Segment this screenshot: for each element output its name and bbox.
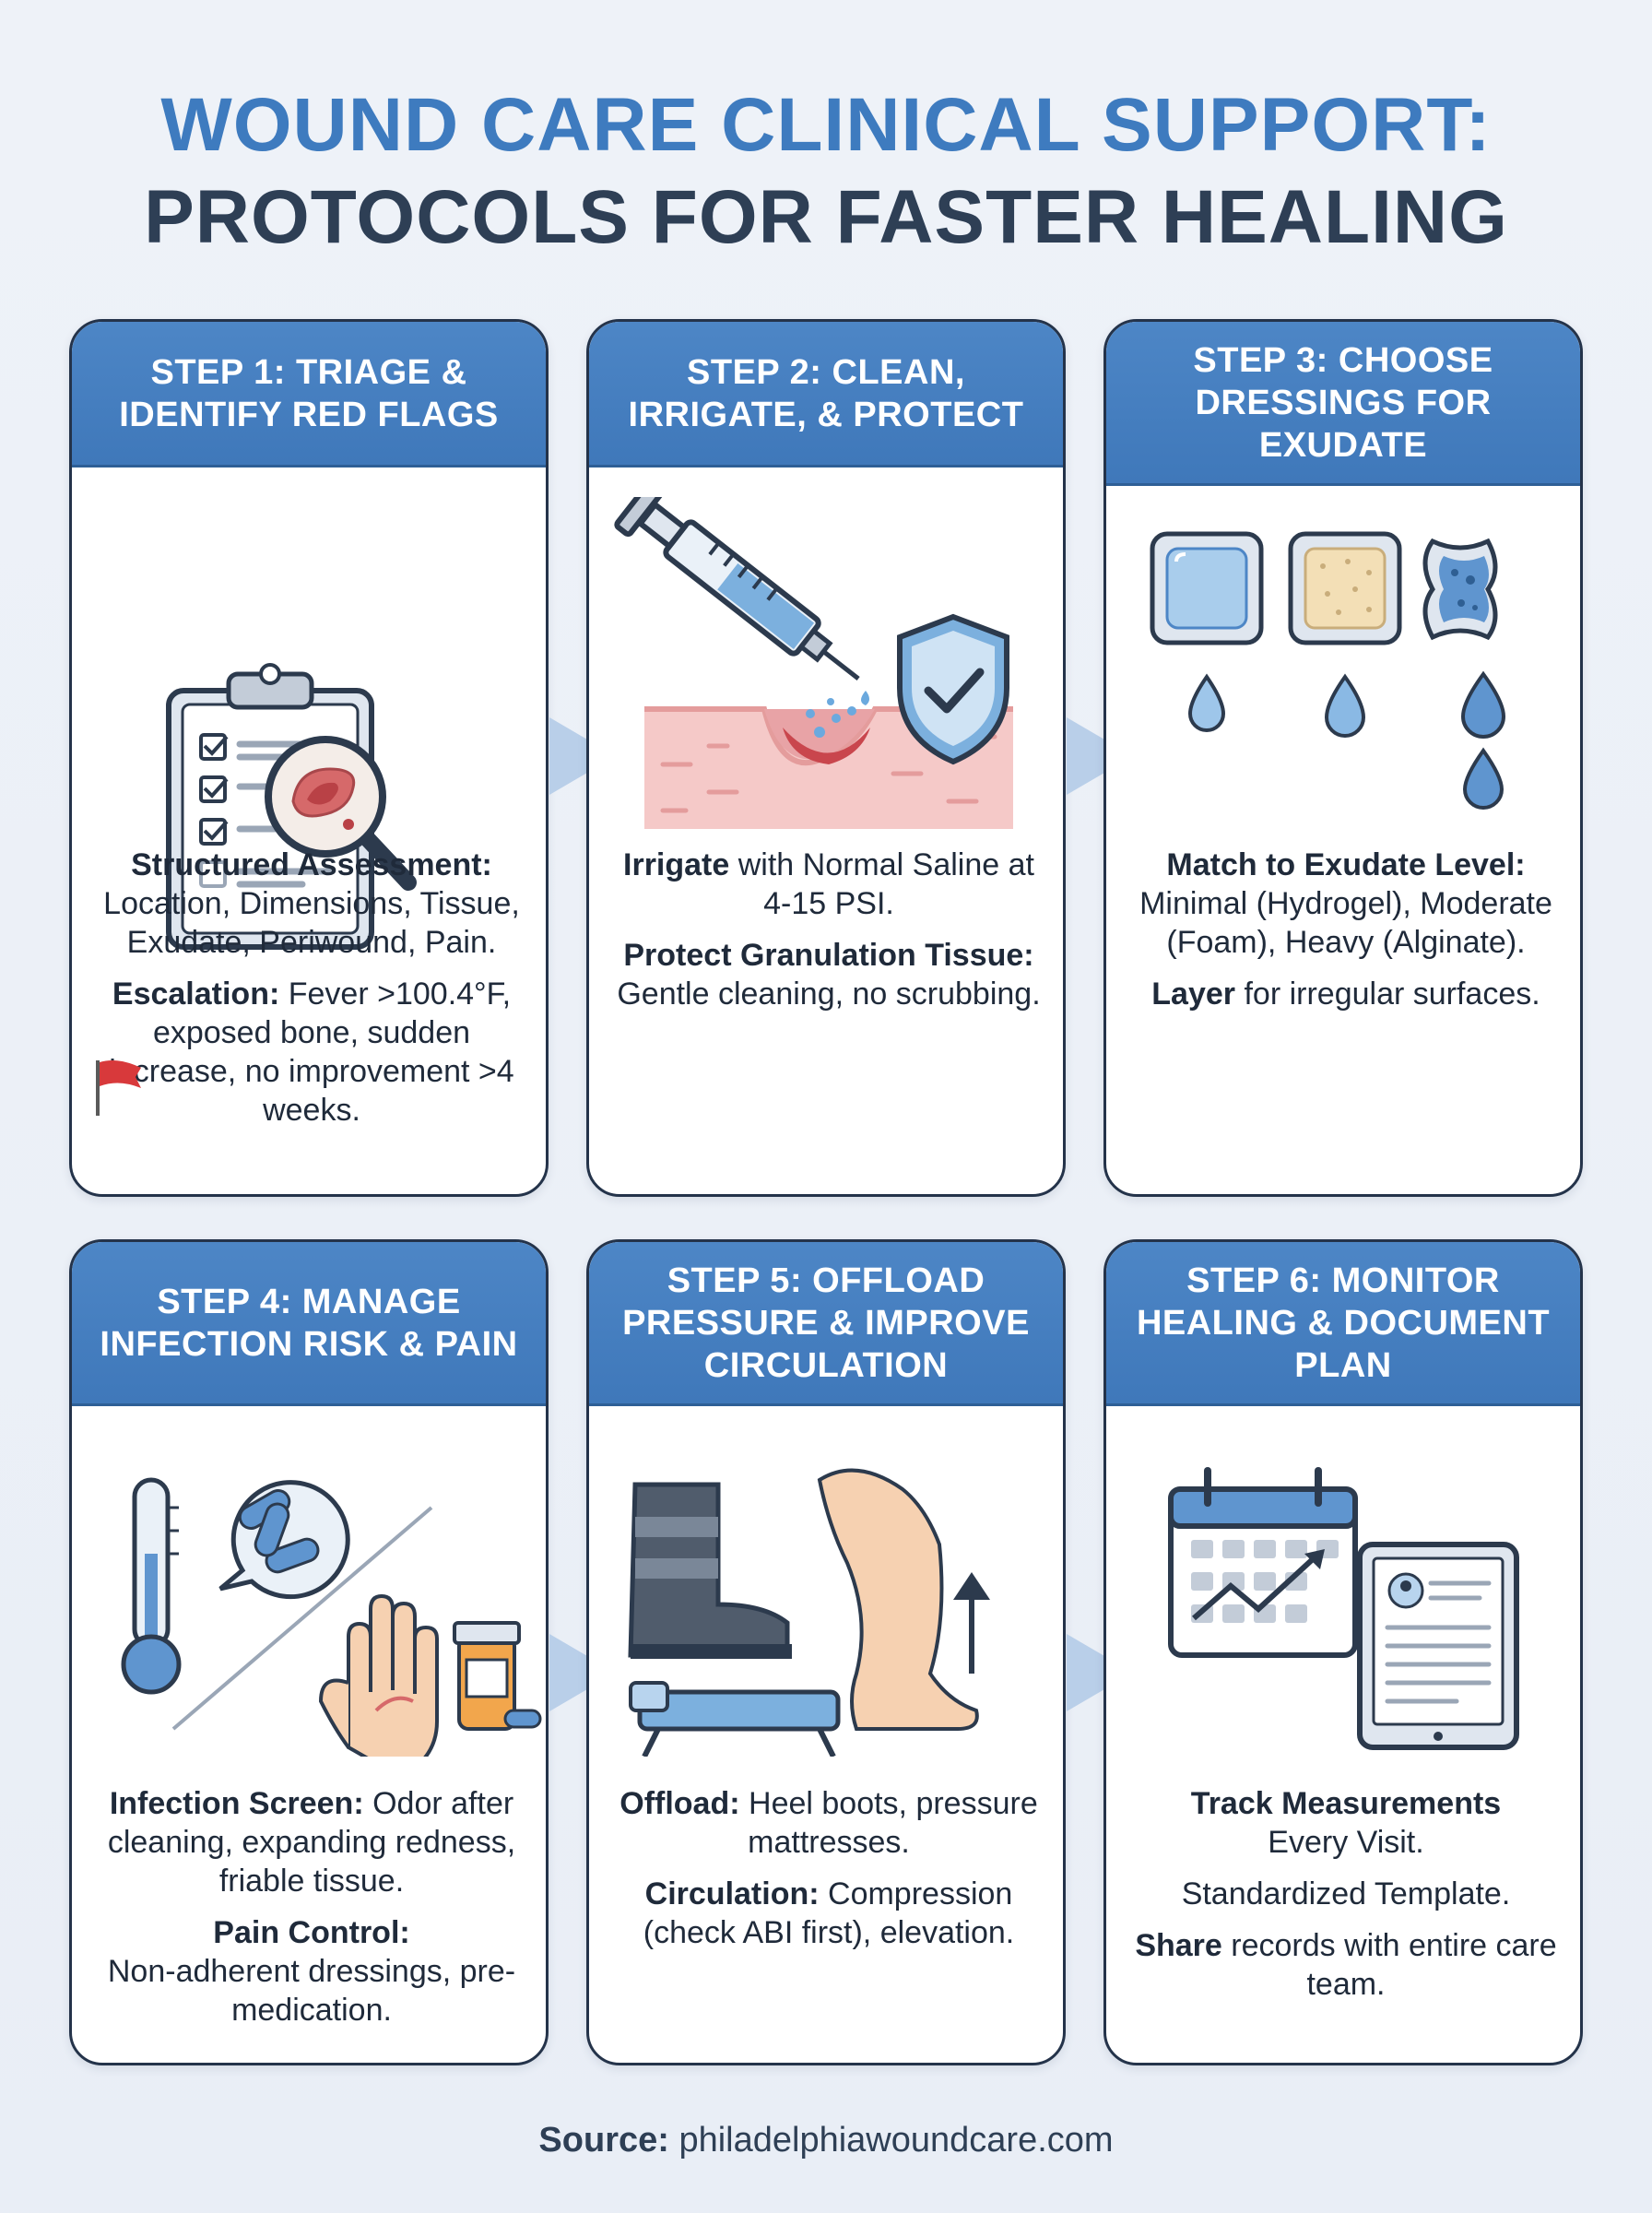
step-2-p2-bold: Protect Granulation Tissue: [623, 938, 1034, 973]
step-1-card: STEP 1: TRIAGE & IDENTIFY RED FLAGS Stru… [69, 319, 549, 1197]
step-6-card: STEP 6: MONITOR HEALING & DOCUMENT PLAN … [1103, 1239, 1583, 2065]
step-5-p2-bold: Circulation: [644, 1876, 820, 1911]
step-2-p1-text: with Normal Saline at 4-15 PSI. [738, 847, 1034, 921]
step-5-p2-text: Compression (check ABI first), elevation… [643, 1876, 1015, 1950]
thermometer-bacteria-icon [121, 1477, 542, 1757]
step-1-text: Structured Assessment: Location, Dimensio… [100, 846, 524, 1142]
page-title: WOUND CARE CLINICAL SUPPORT: PROTOCOLS F… [0, 81, 1652, 262]
step-2-header: STEP 2: CLEAN, IRRIGATE, & PROTECT [589, 322, 1063, 467]
step-3-p1-text: Minimal (Hydrogel), Moderate (Foam), Hea… [1139, 886, 1552, 960]
step-6-p1-text: Every Visit. [1268, 1825, 1424, 1860]
step-6-p2-text: Standardized Template. [1181, 1876, 1511, 1911]
step-5-p1-bold: Offload: [620, 1786, 740, 1821]
step-2-p1-bold: Irrigate [623, 847, 730, 882]
title-line-2: PROTOCOLS FOR FASTER HEALING [144, 175, 1508, 259]
step-4-card: STEP 4: MANAGE INFECTION RISK & PAIN Inf… [69, 1239, 549, 2065]
step-1-p2-bold: Escalation: [112, 976, 280, 1012]
step-2-card: STEP 2: CLEAN, IRRIGATE, & PROTECT [586, 319, 1066, 1197]
clipboard-magnifier-icon [166, 663, 417, 950]
step-4-text: Infection Screen: Odor after cleaning, e… [100, 1784, 524, 2042]
source-label: Source: [538, 2121, 669, 2160]
step-3-card: STEP 3: CHOOSE DRESSINGS FOR EXUDATE Mat… [1103, 319, 1583, 1197]
step-6-p1-bold: Track Measurements [1190, 1786, 1502, 1821]
source-link[interactable]: philadelphiawoundcare.com [678, 2121, 1114, 2160]
syringe-shield-icon [614, 497, 1013, 829]
step-3-p2-bold: Layer [1151, 976, 1236, 1012]
step-5-card: STEP 5: OFFLOAD PRESSURE & IMPROVE CIRCU… [586, 1239, 1066, 2065]
calendar-tablet-icon [1168, 1467, 1519, 1750]
source-line: Source: philadelphiawoundcare.com [0, 2121, 1652, 2160]
red-flag-icon [96, 1060, 141, 1116]
dressings-drops-icon [1150, 531, 1506, 810]
step-5-text: Offload: Heel boots, pressure mattresses… [617, 1784, 1041, 1965]
step-5-header: STEP 5: OFFLOAD PRESSURE & IMPROVE CIRCU… [589, 1242, 1063, 1406]
step-5-p1-text: Heel boots, pressure mattresses. [748, 1786, 1038, 1860]
step-1-p1-text: Location, Dimensions, Tissue, Exudate, P… [103, 886, 520, 960]
title-line-1: WOUND CARE CLINICAL SUPPORT: [160, 83, 1492, 167]
step-3-text: Match to Exudate Level: Minimal (Hydrogel… [1134, 846, 1558, 1026]
step-1-header: STEP 1: TRIAGE & IDENTIFY RED FLAGS [72, 322, 546, 467]
step-4-p2-bold: Pain Control: [213, 1915, 410, 1950]
step-6-header: STEP 6: MONITOR HEALING & DOCUMENT PLAN [1106, 1242, 1580, 1406]
step-4-header: STEP 4: MANAGE INFECTION RISK & PAIN [72, 1242, 546, 1406]
boot-leg-icon [628, 1468, 990, 1757]
step-6-p3-bold: Share [1135, 1928, 1222, 1963]
step-4-p1-bold: Infection Screen: [109, 1786, 364, 1821]
step-4-p2-text: Non-adherent dressings, pre-medication. [107, 1954, 516, 2028]
step-4-p1-text: Odor after cleaning, expanding redness, … [107, 1786, 516, 1899]
step-3-header: STEP 3: CHOOSE DRESSINGS FOR EXUDATE [1106, 322, 1580, 486]
step-1-p2-text: Fever >100.4°F, exposed bone, sudden inc… [109, 976, 514, 1128]
step-3-p2-text: for irregular surfaces. [1244, 976, 1540, 1012]
step-2-text: Irrigate with Normal Saline at 4-15 PSI.… [617, 846, 1041, 1026]
step-1-p1-bold: Structured Assessment: [131, 847, 492, 882]
step-2-p2-text: Gentle cleaning, no scrubbing. [617, 976, 1041, 1012]
step-3-p1-bold: Match to Exudate Level: [1166, 847, 1526, 882]
step-6-p3-text: records with entire care team. [1231, 1928, 1557, 2002]
